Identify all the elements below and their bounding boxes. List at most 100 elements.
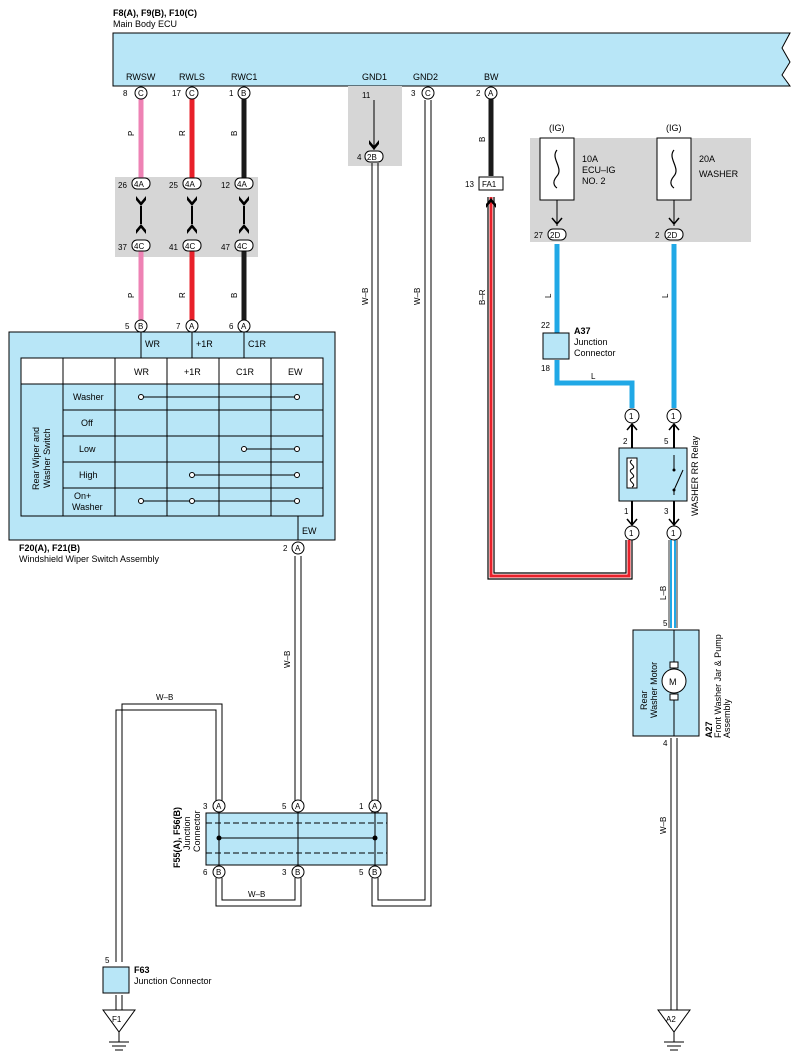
wire-label-p-1: P (127, 131, 136, 136)
switch-connections (138, 394, 300, 504)
f63-name: Junction Connector (134, 976, 212, 986)
ecu-codes: F8(A), F9(B), F10(C) (113, 8, 197, 18)
switch-row-on: On+ (74, 491, 91, 501)
junction-connector-f63: 5 F63 Junction Connector (102, 956, 212, 994)
pin-conn: C (425, 89, 431, 98)
wire-label-r-1: R (178, 130, 187, 136)
pin-number: 3 (282, 868, 287, 877)
switch-name: Windshield Wiper Switch Assembly (19, 554, 160, 564)
wire-label-wb-3: W–B (283, 651, 292, 668)
wire-label-wb-2: W–B (413, 288, 422, 305)
pin-conn: B (138, 322, 143, 331)
jconn-codes: F55(A), F56(B) (172, 807, 182, 868)
wire-label-l-2: L (661, 293, 670, 298)
switch-codes: F20(A), F21(B) (19, 543, 80, 553)
pin-number: 6 (229, 322, 234, 331)
pin-number: 18 (541, 364, 550, 373)
pin-conn: 4A (237, 180, 247, 189)
pin-number: 4 (357, 153, 362, 162)
ecu-terminal-bw: BW (484, 72, 499, 82)
pin-conn: B (372, 868, 377, 877)
switch-side-label: Rear Wiper and (31, 427, 41, 490)
wire-label-r-2: R (178, 292, 187, 298)
relay-name: WASHER RR Relay (690, 435, 700, 516)
pin-number: 22 (541, 321, 550, 330)
pin-number: 5 (105, 956, 110, 965)
pin-number: 1 (359, 802, 364, 811)
fuses: (IG) 10A ECU–IG NO. 2 27 2D (IG) 20A WAS… (534, 123, 739, 241)
ecu-terminal-rwc1: RWC1 (231, 72, 257, 82)
jconn-name: Junction (182, 816, 192, 850)
ecu-terminal-gnd2: GND2 (413, 72, 438, 82)
pin-conn: FA1 (482, 180, 497, 189)
junction-connector-a37: 22 18 A37 Junction Connector (541, 321, 616, 373)
pin-number: 12 (221, 181, 230, 190)
wire-label-wb-1: W–B (361, 288, 370, 305)
wire-label-b-1: B (230, 131, 239, 136)
a37-name: Junction (574, 337, 608, 347)
pin-conn: C (138, 89, 144, 98)
pin-conn: A (488, 89, 494, 98)
wire-label-p-2: P (127, 293, 136, 298)
pin-number: 3 (664, 507, 669, 516)
wiper-switch-assembly: 5 B 7 A 6 A WR +1R C1R EW (8, 319, 336, 564)
pin-number: 47 (221, 243, 230, 252)
pin-conn: A (295, 544, 301, 553)
main-body-ecu: F8(A), F9(B), F10(C) Main Body ECU (112, 8, 791, 87)
wire-label-wb-4: W–B (156, 693, 173, 702)
pin-conn: A (241, 322, 247, 331)
pin-conn: 1 (671, 529, 676, 538)
pin-number: 13 (465, 180, 474, 189)
wire-label-br: B–R (478, 289, 487, 305)
pin-conn: A (295, 802, 301, 811)
pin-conn: 2D (550, 231, 560, 240)
switch-col-1r: +1R (184, 367, 201, 377)
wires (115, 98, 678, 1010)
ground-label: F1 (112, 1015, 122, 1024)
pin-conn: 1 (629, 412, 634, 421)
f63-code: F63 (134, 965, 150, 975)
ground-label: A2 (666, 1015, 676, 1024)
pin-number: 2 (655, 231, 660, 240)
pin-conn: A (189, 322, 195, 331)
pin-number: 25 (169, 181, 178, 190)
pin-number: 3 (411, 89, 416, 98)
pin-conn: 4A (134, 180, 144, 189)
motor-inner-label: Rear (639, 690, 649, 710)
fuse-2-name: WASHER (699, 169, 739, 179)
wire-label-wb-6: W–B (659, 817, 668, 834)
pin-conn: 4C (237, 242, 247, 251)
wire-label-wb-5: W–B (248, 890, 265, 899)
switch-side-label-2: Washer Switch (42, 428, 52, 488)
pin-conn: B (241, 89, 246, 98)
wire-label-l-1: L (544, 293, 553, 298)
pin-conn: 1 (671, 412, 676, 421)
pin-number: 11 (362, 91, 371, 100)
junction-block-connectors: 26 4A 25 4A 12 4A 37 4C 41 4C 47 4C (118, 140, 504, 252)
fuse-2-header: (IG) (666, 123, 682, 133)
pin-conn: 2B (367, 153, 377, 162)
pin-number: 5 (359, 868, 364, 877)
pin-number: 6 (203, 868, 208, 877)
pin-conn: A (372, 802, 378, 811)
fuse-1-name: ECU–IG (582, 165, 616, 175)
fuse-1-header: (IG) (549, 123, 565, 133)
switch-pin-label-ew: EW (302, 526, 317, 536)
switch-col-ew: EW (288, 367, 303, 377)
pin-conn: A (216, 802, 222, 811)
switch-row-high: High (79, 470, 98, 480)
switch-pin-label-c1r: C1R (248, 339, 267, 349)
pin-number: 17 (172, 89, 181, 98)
pin-number: 2 (623, 437, 628, 446)
pin-conn: 1 (629, 529, 634, 538)
switch-row-washer: Washer (73, 392, 104, 402)
pin-conn: B (295, 868, 300, 877)
ground-f1: F1 (102, 1009, 136, 1051)
junction-connector-f55-f56: 3 A 5 A 1 A 6 B 3 B 5 B F55(A), F56(B) J… (172, 799, 388, 879)
switch-col-c1r: C1R (236, 367, 255, 377)
pin-number: 1 (229, 89, 234, 98)
motor-name-2: Assembly (722, 698, 732, 738)
wire-label-b-3: B (230, 293, 239, 298)
wire-label-lb: L–B (659, 586, 668, 600)
